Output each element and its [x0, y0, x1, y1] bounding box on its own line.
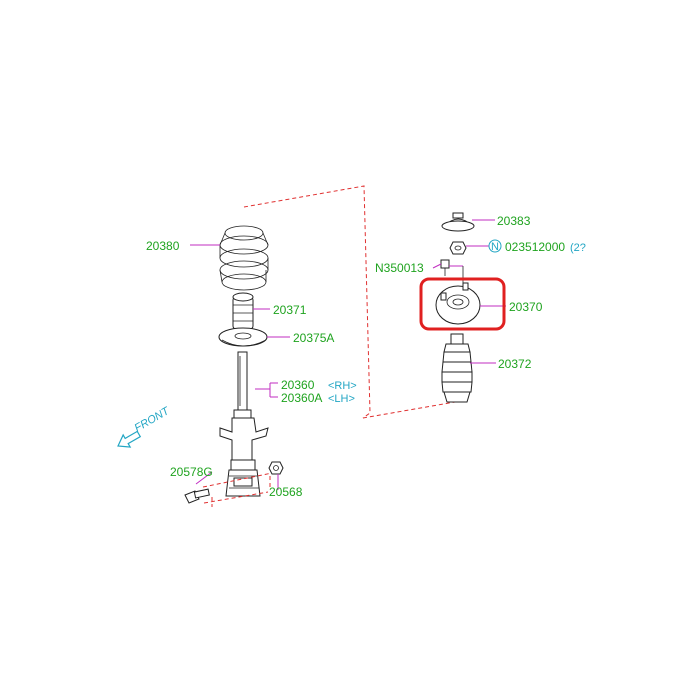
- label-strut-rh: 20360: [281, 378, 315, 392]
- label-nut: 20568: [269, 485, 303, 499]
- bolt[interactable]: [184, 488, 210, 504]
- dashed-link-bottom: [362, 401, 456, 419]
- strut-body[interactable]: [219, 351, 269, 497]
- bump-stop[interactable]: [232, 292, 254, 330]
- label-cap: 20383: [497, 214, 531, 228]
- label-bump-stop: 20371: [273, 303, 307, 317]
- cap[interactable]: [441, 212, 475, 232]
- dust-boot[interactable]: [441, 333, 473, 403]
- front-arrow-icon: [117, 430, 142, 448]
- label-flange-nut-suffix: (2?: [570, 242, 586, 254]
- leader-mount-nut: [432, 263, 442, 269]
- label-dust-boot: 20372: [498, 357, 532, 371]
- bolt-path-lower: [203, 491, 269, 504]
- bolt-path-upper: [202, 471, 278, 488]
- coil-spring[interactable]: [219, 225, 269, 291]
- flange-nut[interactable]: [449, 241, 467, 255]
- nut[interactable]: [268, 461, 284, 475]
- label-coil-spring: 20380: [146, 239, 180, 253]
- leader-strut: [255, 382, 278, 398]
- highlight-box: [419, 277, 506, 331]
- bolt-path-connector: [211, 476, 271, 507]
- front-label: FRONT: [133, 405, 173, 435]
- label-mount-nut: N350013: [375, 261, 424, 275]
- spring-seat[interactable]: [218, 327, 268, 347]
- label-spring-seat: 20375A: [293, 331, 334, 345]
- label-strut-lh: 20360A: [281, 391, 322, 405]
- n-marker-letter: N: [491, 241, 499, 253]
- label-strut-lh-side: <LH>: [328, 393, 355, 405]
- dashed-link-top: [243, 185, 371, 419]
- mount-nut[interactable]: [440, 259, 450, 276]
- strut-mount[interactable]: [435, 282, 481, 325]
- label-strut-mount: 20370: [509, 300, 543, 314]
- leader-bolt: [195, 471, 213, 485]
- label-strut-rh-side: <RH>: [328, 380, 357, 392]
- label-flange-nut: 023512000: [505, 240, 565, 254]
- n-marker-icon: [488, 239, 502, 253]
- label-bolt: 20578G: [170, 465, 213, 479]
